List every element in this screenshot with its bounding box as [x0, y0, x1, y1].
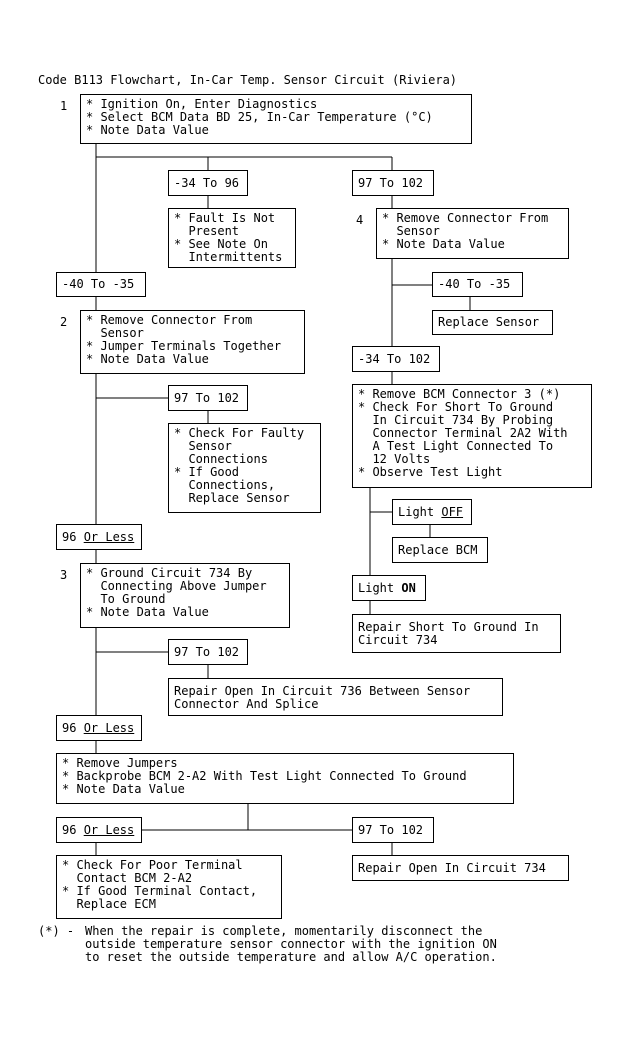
value-box-97-to-102-b: 97 To 102: [168, 385, 248, 411]
light-on-state: ON: [401, 581, 416, 595]
light-off-box: Light OFF: [392, 499, 472, 525]
value-box-minus40-to-minus35-right: -40 To -35: [432, 272, 523, 297]
light-off-state: OFF: [441, 505, 464, 519]
value-96: 96: [62, 721, 84, 735]
footnote-mark: (*) -: [38, 924, 82, 938]
result-fault-not-present: * Fault Is Not Present * See Note On Int…: [168, 208, 296, 268]
bcm-check-box: * Remove BCM Connector 3 (*) * Check For…: [352, 384, 592, 488]
step-number-2: 2: [60, 315, 68, 329]
result-replace-sensor: Replace Sensor: [432, 310, 553, 335]
value-96: 96: [62, 823, 84, 837]
value-box-minus34-to-102: -34 To 102: [352, 346, 440, 372]
step-3-box: * Ground Circuit 734 By Connecting Above…: [80, 563, 290, 628]
value-box-97-to-102-c: 97 To 102: [168, 639, 248, 665]
footnote-text: When the repair is complete, momentarily…: [85, 924, 497, 964]
value-box-96-or-less-a: 96 Or Less: [56, 524, 142, 550]
light-on-label: Light: [358, 581, 402, 595]
value-box-97-to-102-a: 97 To 102: [352, 170, 434, 196]
result-check-faulty-sensor: * Check For Faulty Sensor Connections * …: [168, 423, 321, 513]
value-or-less: Or Less: [83, 530, 135, 544]
result-repair-short: Repair Short To Ground In Circuit 734: [352, 614, 561, 653]
result-check-poor-terminal: * Check For Poor Terminal Contact BCM 2-…: [56, 855, 282, 919]
result-repair-open-734: Repair Open In Circuit 734: [352, 855, 569, 881]
step-4-box: * Remove Connector From Sensor * Note Da…: [376, 208, 569, 259]
chart-title: Code B113 Flowchart, In-Car Temp. Sensor…: [38, 73, 458, 87]
value-box-96-or-less-b: 96 Or Less: [56, 715, 142, 741]
light-on-box: Light ON: [352, 575, 426, 601]
value-box-96-or-less-c: 96 Or Less: [56, 817, 142, 843]
step-5-box: * Remove Jumpers * Backprobe BCM 2-A2 Wi…: [56, 753, 514, 804]
result-repair-open-736: Repair Open In Circuit 736 Between Senso…: [168, 678, 503, 716]
value-box-97-to-102-d: 97 To 102: [352, 817, 434, 843]
result-replace-bcm: Replace BCM: [392, 537, 488, 563]
value-box-minus40-to-minus35-left: -40 To -35: [56, 272, 146, 297]
step-number-3: 3: [60, 568, 68, 582]
value-box-minus34-to-96: -34 To 96: [168, 170, 248, 196]
step-1-box: * Ignition On, Enter Diagnostics * Selec…: [80, 94, 472, 144]
step-number-1: 1: [60, 99, 68, 113]
step-2-box: * Remove Connector From Sensor * Jumper …: [80, 310, 305, 374]
light-off-label: Light: [398, 505, 442, 519]
value-or-less: Or Less: [83, 823, 135, 837]
value-or-less: Or Less: [83, 721, 135, 735]
step-number-4: 4: [356, 213, 364, 227]
value-96: 96: [62, 530, 84, 544]
